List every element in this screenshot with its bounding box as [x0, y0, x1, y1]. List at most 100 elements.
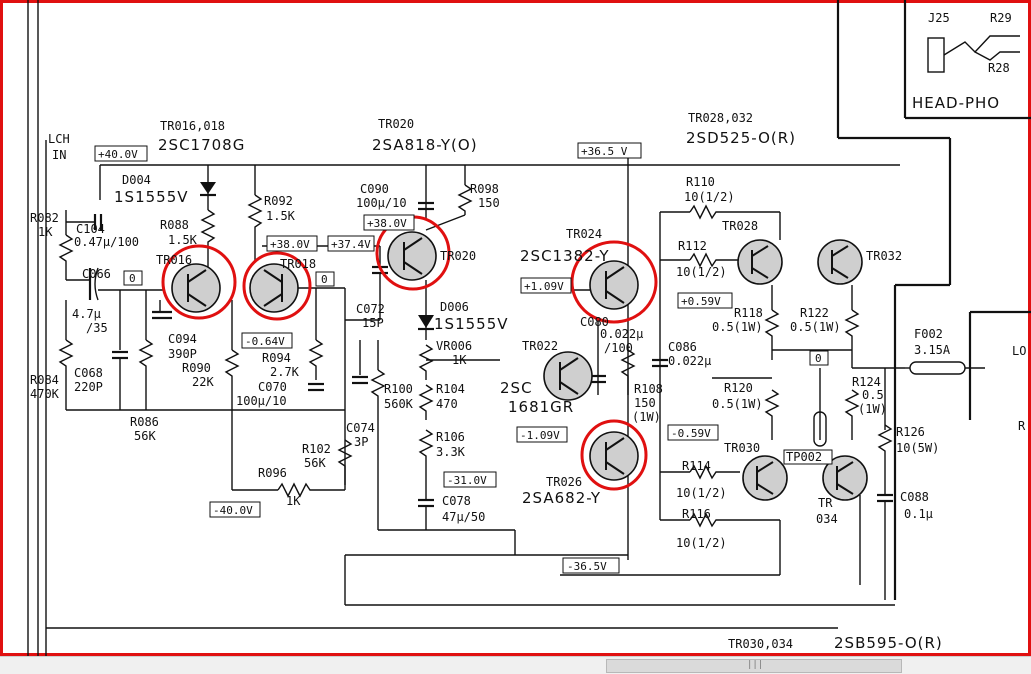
- c086-label: C086: [668, 340, 697, 354]
- lch-in-label: LCH: [48, 132, 70, 146]
- r096-label: R096: [258, 466, 287, 480]
- transistor-tr016: [171, 263, 221, 313]
- r086-label: R086: [130, 415, 159, 429]
- c094-value: 390P: [168, 347, 197, 361]
- scrollbar-thumb[interactable]: |||: [606, 659, 902, 673]
- r114-value: 10(1/2): [676, 486, 727, 500]
- transistor-tr028: [737, 239, 783, 285]
- c094-label: C094: [168, 332, 197, 346]
- r118-value: 0.5(1W): [712, 320, 763, 334]
- r090-label: R090: [182, 361, 211, 375]
- tr034-label-2: 034: [816, 512, 838, 526]
- r126-value: 10(5W): [896, 441, 939, 455]
- c078-label: C078: [442, 494, 471, 508]
- voltage-m109: -1.09V: [520, 429, 560, 442]
- r108-value-2: (1W): [632, 410, 661, 424]
- r092-value: 1.5K: [266, 209, 296, 223]
- r106-value: 3.3K: [436, 445, 466, 459]
- r084-value: 470K: [30, 387, 60, 401]
- tr034-label-1: TR: [818, 496, 833, 510]
- r082-value: 1K: [38, 225, 53, 239]
- r104-value: 470: [436, 397, 458, 411]
- tr016-018-part: 2SC1708G: [158, 136, 245, 154]
- r116-value: 10(1/2): [676, 536, 727, 550]
- r29-label: R29: [990, 11, 1012, 25]
- voltage-0c: 0: [815, 352, 822, 365]
- r112-value: 10(1/2): [676, 265, 727, 279]
- lch-in-label-2: IN: [52, 148, 66, 162]
- r084-label: R084: [30, 373, 59, 387]
- tr018-label: TR018: [280, 257, 316, 271]
- tr026-label: TR026: [546, 475, 582, 489]
- voltage-p365-top: +36.5 V: [581, 145, 628, 158]
- tr016-018-ref: TR016,018: [160, 119, 225, 133]
- annotation-circle-tr016: [161, 244, 237, 320]
- r090-value: 22K: [192, 375, 214, 389]
- tr020-label: TR020: [440, 249, 476, 263]
- r124-value-1: 0.5: [862, 388, 884, 402]
- c070-value: 100µ/10: [236, 394, 287, 408]
- tr016-label: TR016: [156, 253, 192, 267]
- r094-value: 2.7K: [270, 365, 300, 379]
- vr006-value: 1K: [452, 353, 467, 367]
- r110-label: R110: [686, 175, 715, 189]
- r122-label: R122: [800, 306, 829, 320]
- r124-label: R124: [852, 375, 881, 389]
- voltage-p109: +1.09V: [524, 280, 564, 293]
- screen-frame: [0, 0, 1031, 656]
- tr024-label: TR024: [566, 227, 602, 241]
- horizontal-scrollbar[interactable]: |||: [0, 656, 1031, 674]
- tr020-part: 2SA818-Y(O): [372, 136, 478, 154]
- transistor-tr018: [249, 263, 299, 313]
- transistor-tr032: [817, 239, 863, 285]
- d004-part: 1S1555V: [114, 188, 189, 206]
- c068-value: 220P: [74, 380, 103, 394]
- r100-label: R100: [384, 382, 413, 396]
- tr030-034-ref: TR030,034: [728, 637, 793, 651]
- tr022-part-2: 1681GR: [508, 398, 574, 416]
- tr022-part-1: 2SC: [500, 379, 533, 397]
- j25-label: J25: [928, 11, 950, 25]
- r114-label: R114: [682, 459, 711, 473]
- c080-value-2: /100: [604, 341, 633, 355]
- r082-label: R082: [30, 211, 59, 225]
- r108-value-1: 150: [634, 396, 656, 410]
- c090-value: 100µ/10: [356, 196, 407, 210]
- tr028-label: TR028: [722, 219, 758, 233]
- voltage-p380b: +38.0V: [270, 238, 310, 251]
- voltage-m310: -31.0V: [447, 474, 487, 487]
- d004-label: D004: [122, 173, 151, 187]
- tr026-part: 2SA682-Y: [522, 489, 601, 507]
- tr022-label: TR022: [522, 339, 558, 353]
- r094-label: R094: [262, 351, 291, 365]
- r098-label: R098: [470, 182, 499, 196]
- c080-label: C080: [580, 315, 609, 329]
- r112-label: R112: [678, 239, 707, 253]
- r086-value: 56K: [134, 429, 156, 443]
- r-edge-label: R: [1018, 419, 1026, 433]
- f002-label: F002: [914, 327, 943, 341]
- transistor-tr034: [822, 455, 868, 501]
- c104-label: C104: [76, 222, 105, 236]
- annotation-circle-tr026: [580, 419, 648, 491]
- r120-value: 0.5(1W): [712, 397, 763, 411]
- amplifier-schematic: LCH IN J25 R29 R28 HEAD-PHO TR016,018 2S…: [0, 0, 1031, 656]
- c104-value: 0.47µ/100: [74, 235, 139, 249]
- transistor-tr030: [742, 455, 788, 501]
- voltage-0a: 0: [129, 272, 136, 285]
- transistor-tr022: [543, 351, 593, 401]
- d006-part: 1S1555V: [434, 315, 509, 333]
- voltage-m400: -40.0V: [213, 504, 253, 517]
- r110-value: 10(1/2): [684, 190, 735, 204]
- tr020-ref: TR020: [378, 117, 414, 131]
- r28-label: R28: [988, 61, 1010, 75]
- tp002-label: TP002: [786, 450, 822, 464]
- r100-value: 560K: [384, 397, 414, 411]
- tr032-label: TR032: [866, 249, 902, 263]
- c072-value: 15P: [362, 316, 384, 330]
- voltage-p059: +0.59V: [681, 295, 721, 308]
- r108-label: R108: [634, 382, 663, 396]
- r096-value: 1K: [286, 494, 301, 508]
- tr030-label: TR030: [724, 441, 760, 455]
